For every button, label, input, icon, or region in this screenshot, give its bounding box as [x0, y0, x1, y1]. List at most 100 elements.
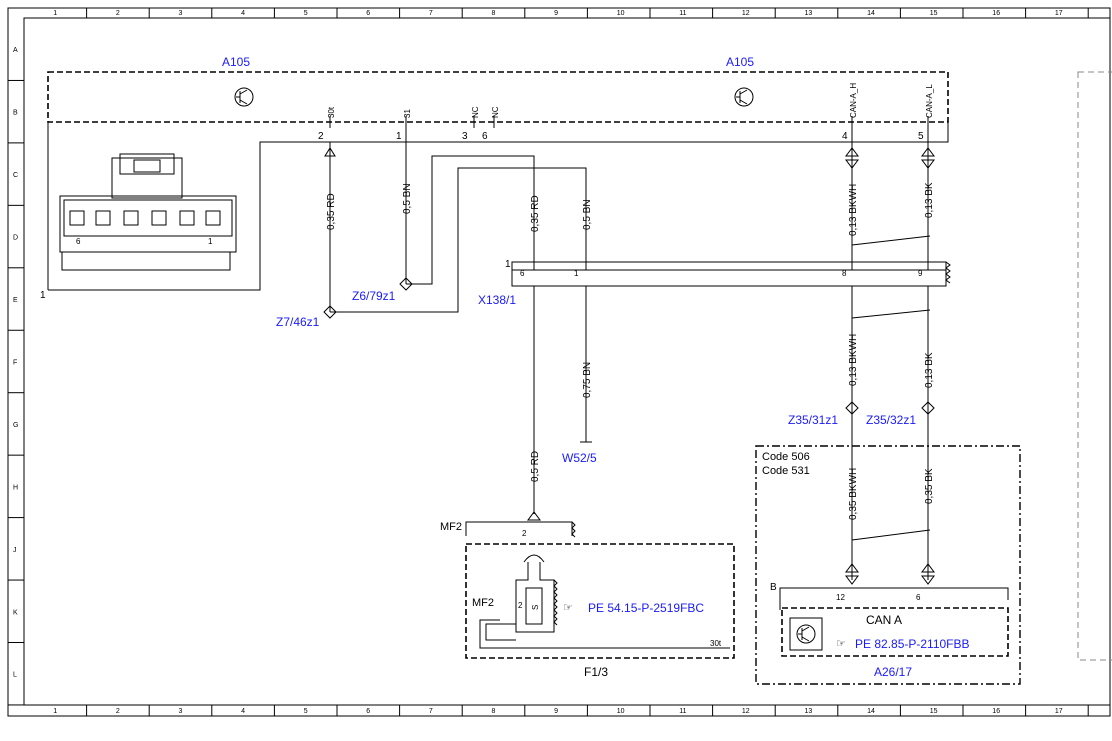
grid-column-label: 2 [116, 10, 120, 17]
grid-column-label: 8 [492, 708, 496, 715]
grid-column-label: 9 [554, 708, 558, 715]
svg-text:12: 12 [836, 593, 845, 602]
svg-text:0,35 RD: 0,35 RD [326, 193, 337, 230]
a105-module: A105 A105 30t 31 NC NC CAN-A_H CAN-A_L [47, 55, 949, 142]
svg-text:CAN A: CAN A [866, 613, 902, 627]
grid-column-label: 6 [366, 10, 370, 17]
a105-right-label: A105 [726, 55, 754, 69]
svg-text:4: 4 [842, 131, 848, 142]
svg-text:0,75 BN: 0,75 BN [582, 362, 593, 398]
a105-left-label: A105 [222, 55, 250, 69]
hand-pointer-icon: ☞ [563, 602, 573, 614]
grid-row-label: E [13, 297, 18, 304]
svg-text:Z35/31z1: Z35/31z1 [788, 413, 838, 427]
svg-text:6: 6 [916, 593, 921, 602]
svg-text:0,5 RD: 0,5 RD [530, 451, 541, 482]
grid-column-label: 13 [805, 708, 813, 715]
hand-pointer-icon: ☞ [836, 638, 846, 650]
svg-text:1: 1 [396, 131, 402, 142]
svg-text:CAN-A_H: CAN-A_H [849, 83, 858, 118]
svg-text:5: 5 [918, 131, 924, 142]
svg-text:0,35 BK: 0,35 BK [924, 468, 935, 504]
grid-frame: 1122334455667788991010111112121313141415… [7, 7, 1111, 717]
grid-column-label: 8 [492, 10, 496, 17]
transistor-icon [734, 87, 754, 107]
grid-column-label: 15 [930, 708, 938, 715]
svg-text:S: S [531, 605, 540, 610]
svg-text:1: 1 [505, 259, 511, 270]
svg-text:1: 1 [40, 290, 46, 301]
grid-column-label: 7 [429, 10, 433, 17]
f13-region: MF2 2 2 S 30t MF2 ☞ PE 54.15-P-2519FBC F… [440, 511, 735, 679]
svg-text:0,35 BKWH: 0,35 BKWH [848, 468, 859, 520]
adjacent-region [1077, 71, 1112, 661]
svg-text:0,13 BKWH: 0,13 BKWH [848, 184, 859, 236]
svg-text:W52/5: W52/5 [562, 451, 597, 465]
grid-row-label: F [13, 359, 17, 366]
svg-text:1: 1 [208, 237, 213, 246]
svg-text:F1/3: F1/3 [584, 665, 608, 679]
svg-text:Code 506: Code 506 [762, 451, 810, 463]
grid-column-label: 3 [179, 708, 183, 715]
grid-column-label: 14 [867, 708, 875, 715]
svg-text:MF2: MF2 [440, 521, 462, 533]
svg-text:NC: NC [491, 106, 500, 118]
a26-module [781, 607, 1009, 657]
svg-text:A26/17: A26/17 [874, 665, 912, 679]
code-region: Code 506 Code 531 0,35 BKWH 0,35 BK B 12… [755, 445, 1021, 685]
grid-row-label: C [13, 172, 18, 179]
grid-column-label: 1 [53, 10, 57, 17]
ref-f13-link[interactable]: PE 54.15-P-2519FBC [588, 601, 704, 615]
grid-column-label: 2 [116, 708, 120, 715]
svg-text:2: 2 [318, 131, 324, 142]
wires-upper: 0,35 RD 0,5 BN 0,35 RD 0,5 BN Z7/46z1 Z6… [276, 128, 593, 329]
svg-text:30t: 30t [327, 106, 336, 118]
grid-column-label: 11 [679, 10, 686, 17]
grid-column-label: 12 [742, 708, 750, 715]
grid-column-label: 6 [366, 708, 370, 715]
grid-column-label: 17 [1055, 10, 1063, 17]
grid-column-label: 14 [867, 10, 875, 17]
svg-text:X138/1: X138/1 [478, 293, 516, 307]
svg-text:31: 31 [403, 109, 412, 118]
grid-column-label: 4 [241, 10, 245, 17]
grid-column-label: 1 [53, 708, 57, 715]
svg-text:8: 8 [842, 269, 847, 278]
grid-column-label: 5 [304, 10, 308, 17]
grid-column-label: 15 [930, 10, 938, 17]
grid-column-label: 11 [679, 708, 686, 715]
grid-row-label: A [13, 47, 18, 54]
grid-column-label: 7 [429, 708, 433, 715]
grid-column-label: 17 [1055, 708, 1063, 715]
svg-text:B: B [770, 582, 777, 593]
wires-middle: 0,75 BN 0,5 RD W52/5 0,13 BKWH 0,13 BK Z… [530, 286, 935, 580]
svg-text:MF2: MF2 [472, 597, 494, 609]
svg-text:6: 6 [482, 131, 488, 142]
grid-row-label: K [13, 609, 18, 616]
connector-housing: 6 1 1 [40, 122, 949, 301]
grid-row-label: D [13, 235, 18, 242]
svg-text:6: 6 [520, 269, 525, 278]
svg-text:0,35 RD: 0,35 RD [530, 195, 541, 232]
splice-z35-32 [921, 401, 935, 415]
grid-row-label: H [13, 484, 18, 491]
grid-column-label: 16 [992, 10, 1000, 17]
splice-z7 [323, 305, 337, 319]
grid-row-label: B [13, 110, 18, 117]
svg-text:Z35/32z1: Z35/32z1 [866, 413, 916, 427]
svg-text:0,13 BKWH: 0,13 BKWH [848, 334, 859, 386]
svg-text:30t: 30t [710, 639, 722, 648]
svg-text:Z6/79z1: Z6/79z1 [352, 289, 396, 303]
ref-a26-link[interactable]: PE 82.85-P-2110FBB [855, 637, 970, 651]
svg-text:Z7/46z1: Z7/46z1 [276, 315, 320, 329]
grid-column-label: 13 [805, 10, 813, 17]
transistor-icon [796, 624, 816, 644]
can-wires: 0,13 BKWH 0,13 BK [845, 128, 935, 270]
svg-text:2: 2 [518, 601, 523, 610]
splice-z6 [399, 277, 413, 291]
splice-z35-31 [845, 401, 859, 415]
svg-text:0,5 BN: 0,5 BN [582, 199, 593, 230]
grid-row-label: J [13, 547, 17, 554]
grid-column-label: 10 [617, 10, 625, 17]
svg-text:CAN-A_L: CAN-A_L [925, 84, 934, 118]
